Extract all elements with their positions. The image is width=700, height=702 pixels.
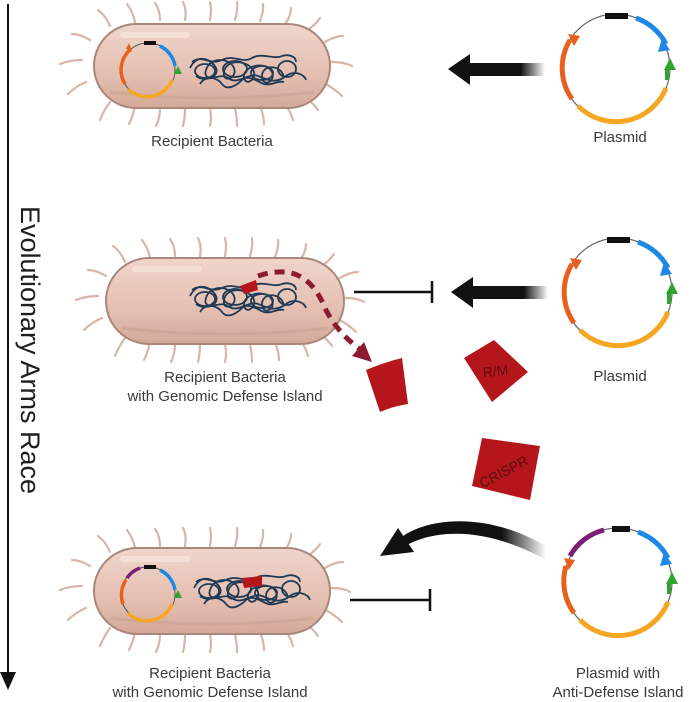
defense-island-marker <box>242 576 262 588</box>
plasmid-label-3: Plasmid with Anti-Defense Island <box>552 665 684 701</box>
defense-expression-arrow <box>257 269 366 355</box>
transfer-arrow-2 <box>451 277 548 308</box>
defense-protein <box>366 358 408 412</box>
crispr-system: CRISPR <box>472 438 540 500</box>
internal-plasmid <box>119 565 182 623</box>
transfer-arrow-1 <box>448 54 545 85</box>
anti-defense-island <box>567 527 605 558</box>
plasmid-3 <box>561 526 678 639</box>
bacteria-label-1: Recipient Bacteria <box>151 133 273 150</box>
arms-race-axis-arrowhead <box>0 672 16 690</box>
bacterium-1 <box>58 0 354 128</box>
plasmid-2 <box>561 237 678 349</box>
axis-title: Evolutionary Arms Race <box>15 205 45 495</box>
bacteria-label-2: Recipient Bacteria with Genomic Defense … <box>127 369 323 405</box>
plasmid-label-1: Plasmid <box>593 129 647 146</box>
bacterium-2 <box>74 236 366 364</box>
plasmid-label-2: Plasmid <box>593 368 647 385</box>
bacteria-label-3: Recipient Bacteria with Genomic Defense … <box>112 665 308 701</box>
bacterium-body <box>93 547 331 635</box>
transfer-arrow-3 <box>398 521 546 560</box>
internal-plasmid <box>119 41 182 99</box>
defense-expression-arrowhead <box>352 342 372 362</box>
defense-island-marker <box>240 280 258 294</box>
rm-label: R/M <box>482 362 509 381</box>
plasmid-1 <box>559 13 676 125</box>
transfer-arrow-3-head <box>380 528 414 556</box>
inhibition-symbol-3 <box>350 589 432 611</box>
rm-system: R/M <box>464 340 528 402</box>
bacterium-3 <box>58 526 352 654</box>
inhibition-symbol-2 <box>354 281 434 303</box>
chromosome <box>189 54 307 89</box>
